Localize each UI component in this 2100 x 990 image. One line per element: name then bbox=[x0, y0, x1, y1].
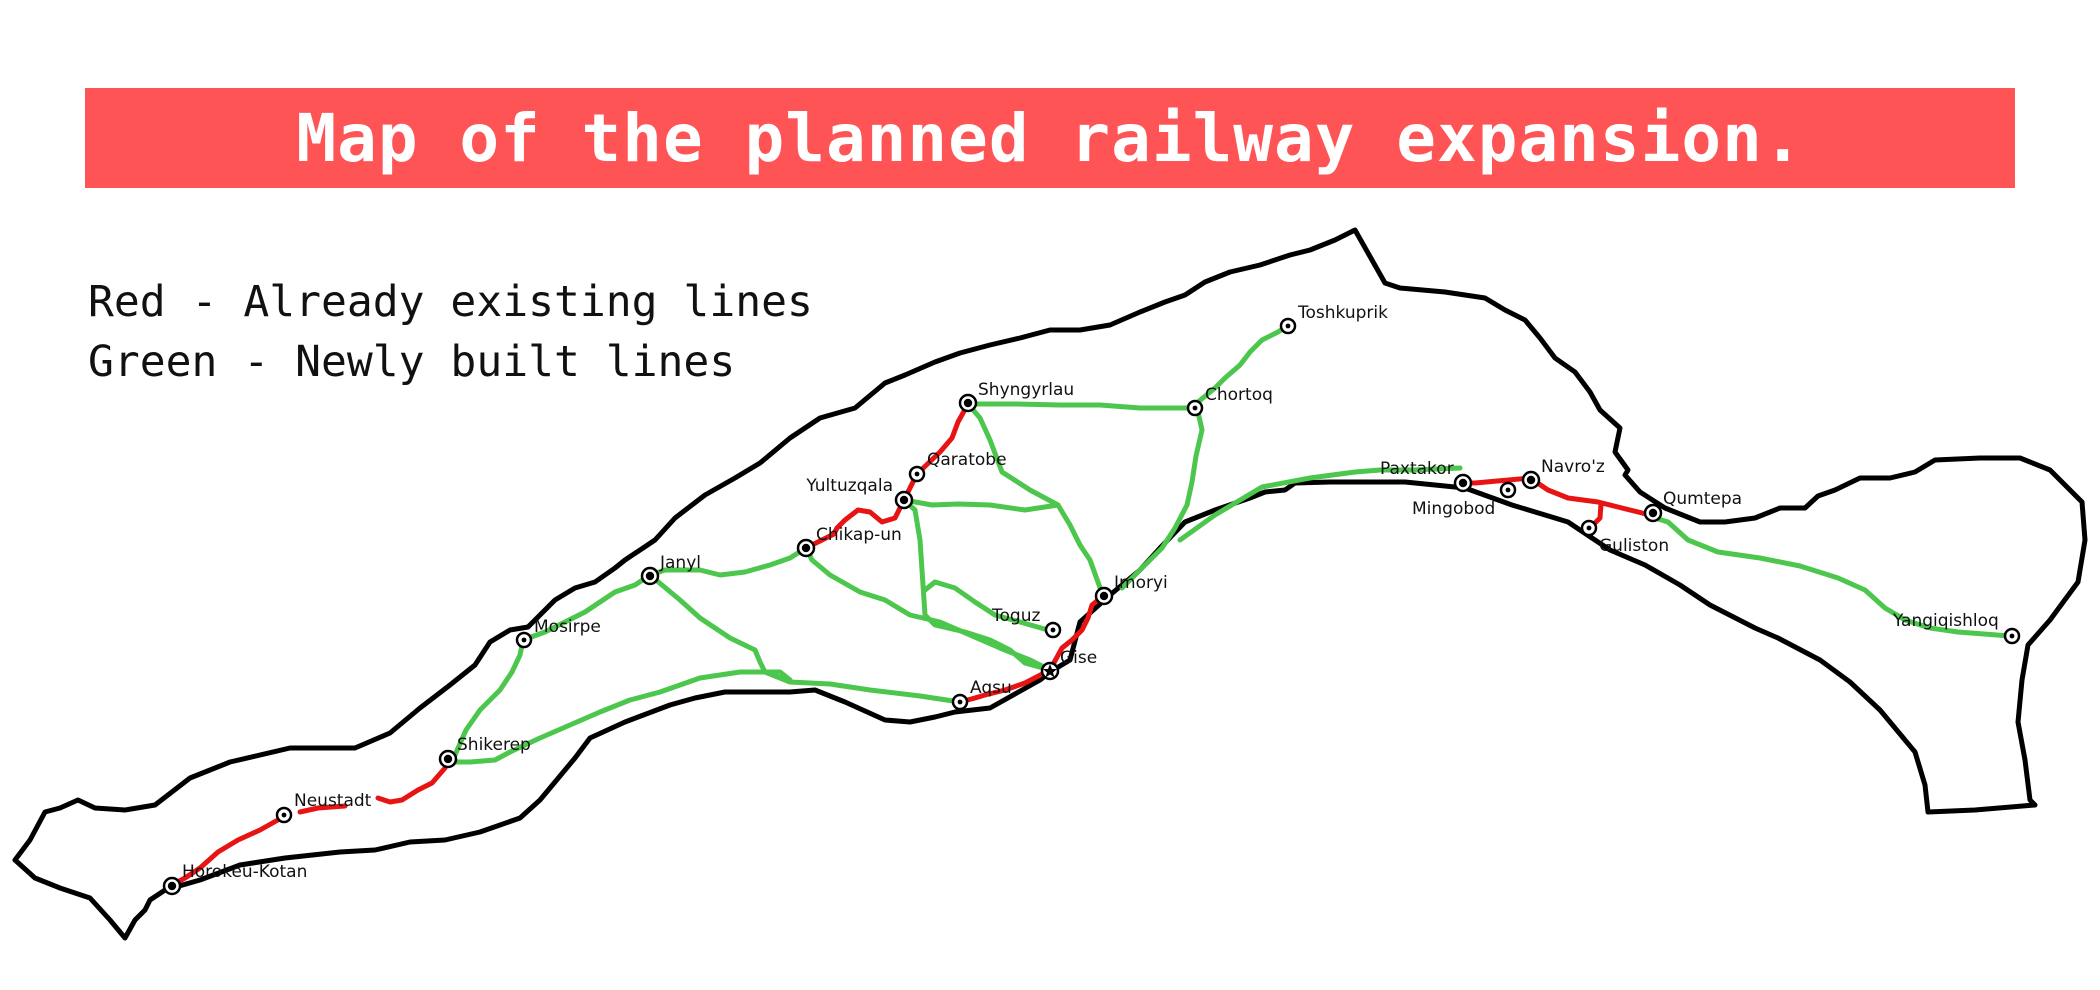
station-label: Aqsu bbox=[970, 678, 1012, 698]
station-label: Mingobod bbox=[1412, 499, 1495, 519]
station-imoryi: Imoryi bbox=[1094, 573, 1168, 606]
new-line-shikerep-aqsu bbox=[452, 669, 793, 765]
new-line-mosirpe-shikerep bbox=[444, 637, 526, 765]
station-label: Gise bbox=[1060, 648, 1097, 668]
station-label: Chikap-un bbox=[816, 525, 902, 545]
station-label: Shyngyrlau bbox=[978, 380, 1074, 400]
station-navroz: Navro'z bbox=[1521, 457, 1605, 490]
station-gise-capital: Gise bbox=[1040, 648, 1097, 681]
new-line-chortoq-south bbox=[1119, 409, 1205, 591]
station-aqsu: Aqsu bbox=[951, 678, 1012, 711]
station-janyl: Janyl bbox=[640, 553, 701, 586]
station-label: Mosirpe bbox=[534, 617, 601, 637]
station-label: Shikerep bbox=[457, 735, 531, 755]
new-line-janyl-mosirpe bbox=[520, 572, 653, 643]
station-label: Toshkuprik bbox=[1297, 303, 1388, 323]
station-chikap-un: Chikap-un bbox=[796, 525, 902, 558]
existing-line-neustadt-shikerep bbox=[375, 765, 448, 805]
new-line-janyl-chikapun bbox=[647, 545, 809, 578]
station-label: Chortoq bbox=[1205, 385, 1273, 405]
new-lines bbox=[444, 322, 2013, 765]
new-line-spur-toguz bbox=[922, 579, 1051, 633]
map-title: Map of the planned railway expansion. bbox=[296, 99, 1804, 177]
existing-line-yultuzqala-chikapun bbox=[803, 497, 907, 551]
station-neustadt: Neustadt bbox=[275, 791, 372, 824]
title-banner: Map of the planned railway expansion. bbox=[85, 88, 2015, 188]
country-border bbox=[12, 227, 2088, 941]
station-label: Neustadt bbox=[294, 791, 372, 811]
existing-line-navroz-qumtepa bbox=[1527, 475, 1653, 518]
capital-star-icon bbox=[1043, 664, 1057, 678]
new-line-imoryi-paxtakor bbox=[1177, 465, 1463, 543]
existing-line-imoryi-gise bbox=[1047, 593, 1106, 673]
new-line-shyngyrlau-chortoq bbox=[965, 401, 1198, 411]
station-label: Paxtakor bbox=[1380, 459, 1454, 479]
station-label: Guliston bbox=[1599, 536, 1669, 556]
new-line-yultuzqala-gise bbox=[901, 497, 1053, 673]
stations: Toshkuprik Chortoq Shyngyrlau Qaratobe Y… bbox=[162, 303, 2021, 896]
station-label: Imoryi bbox=[1114, 573, 1168, 593]
station-toshkuprik: Toshkuprik bbox=[1279, 303, 1388, 335]
station-shyngyrlau: Shyngyrlau bbox=[958, 380, 1074, 413]
station-label: Horokeu-Kotan bbox=[182, 862, 307, 882]
station-horokeu-kotan: Horokeu-Kotan bbox=[162, 862, 307, 896]
station-label: Toguz bbox=[991, 606, 1040, 626]
station-yangiqishloq: Yangiqishloq bbox=[1892, 611, 2021, 645]
existing-line-neustadt-east bbox=[297, 803, 348, 815]
station-chortoq: Chortoq bbox=[1186, 385, 1273, 417]
station-label: Janyl bbox=[659, 553, 701, 573]
station-qumtepa: Qumtepa bbox=[1643, 489, 1742, 523]
station-label: Yultuzqala bbox=[805, 476, 893, 496]
station-shikerep: Shikerep bbox=[438, 735, 531, 769]
station-label: Yangiqishloq bbox=[1892, 611, 1999, 631]
new-line-qumtepa-yangiqishloq bbox=[1652, 515, 2013, 639]
new-line-toshkuprik-chortoq bbox=[1195, 322, 1291, 405]
existing-line-horokeu-neustadt bbox=[169, 813, 288, 888]
station-qaratobe: Qaratobe bbox=[908, 450, 1007, 483]
station-mosirpe: Mosirpe bbox=[515, 617, 601, 649]
new-line-shyngyrlau-imoryi bbox=[965, 401, 1106, 599]
station-mingobod: Mingobod bbox=[1412, 481, 1517, 519]
new-line-yultuzqala-east bbox=[901, 497, 1061, 513]
station-label: Qaratobe bbox=[927, 450, 1007, 470]
existing-lines bbox=[169, 401, 1653, 888]
existing-line-gise-aqsu bbox=[957, 667, 1053, 705]
legend: Red - Already existing lines Green - New… bbox=[88, 272, 813, 392]
new-line-janyl-aqsu bbox=[647, 572, 963, 705]
station-yultuzqala: Yultuzqala bbox=[805, 476, 914, 510]
station-guliston: Guliston bbox=[1580, 519, 1669, 556]
station-toguz: Toguz bbox=[991, 606, 1062, 639]
station-label: Navro'z bbox=[1541, 457, 1605, 477]
new-line-chikapun-gise bbox=[803, 545, 1053, 673]
station-label: Qumtepa bbox=[1663, 489, 1742, 509]
legend-existing-lines: Red - Already existing lines bbox=[88, 277, 813, 327]
legend-new-lines: Green - Newly built lines bbox=[88, 337, 736, 387]
station-paxtakor: Paxtakor bbox=[1380, 459, 1473, 493]
